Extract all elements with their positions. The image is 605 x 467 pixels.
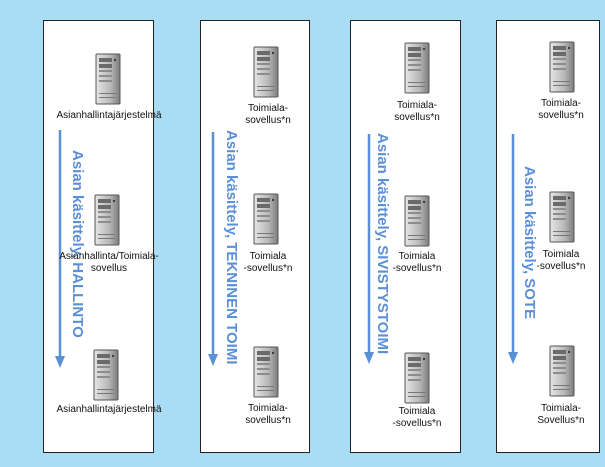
server-icon [404,42,430,94]
server-label: Asianhallintajärjestelmä [56,110,162,121]
server-icon [93,349,119,401]
server-icon [549,41,575,93]
server-icon [94,194,120,246]
server-label: Toimiala -sovellus*n [243,251,293,274]
server-icon [404,195,430,247]
flow-arrow [55,130,65,368]
server-icon [253,346,279,398]
server-icon [95,53,121,105]
flow-arrow [364,134,374,364]
server-label: Toimiala -sovellus*n [392,406,442,429]
flow-arrow [508,134,518,364]
server-icon [549,191,575,243]
flow-arrow [208,132,218,366]
server-label: Toimiala- sovellus*n [245,103,291,126]
lane-title: Asian käsittely, TEKNINEN TOIMI [223,130,240,365]
server-label: Toimiala- sovellus*n [538,98,584,121]
server-label: Toimiala- sovellus*n [394,100,440,123]
server-label: Toimiala -sovellus*n [392,251,442,274]
server-icon [253,46,279,98]
lane-title: Asian käsittely, HALLINTO [69,150,86,338]
server-label: Toimiala -sovellus*n [536,249,586,272]
server-label: Asianhallinta/Toimiala- sovellus [59,251,159,274]
server-icon [404,352,430,404]
server-icon [549,345,575,397]
lane-title: Asian käsittely, SOTE [521,166,538,320]
server-icon [253,193,279,245]
lane-title: Asian käsittely, SIVISTYSTOIMI [374,133,391,355]
server-label: Toimiala- Sovellus*n [537,403,585,426]
server-label: Toimiala- sovellus*n [245,403,291,426]
server-label: Asianhallintajärjestelmä [56,404,162,415]
